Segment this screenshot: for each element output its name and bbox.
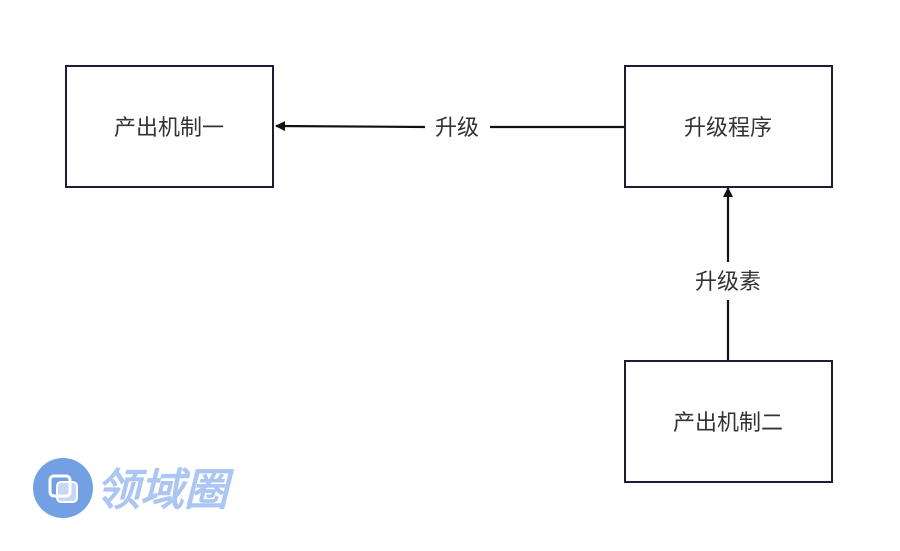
arrow-left	[275, 121, 426, 132]
node-label: 产出机制一	[114, 116, 224, 141]
edge-label-upgrade: 升级	[435, 116, 479, 141]
edge-upgrade[interactable]: 升级	[275, 116, 625, 141]
node-label: 升级程序	[684, 116, 772, 141]
node-label: 产出机制二	[673, 411, 783, 436]
node-upgrade-program[interactable]: 升级程序	[624, 65, 833, 188]
node-mechanism-one[interactable]: 产出机制一	[65, 65, 274, 188]
edge-upgrade-element[interactable]: 升级素	[695, 187, 761, 361]
edge-label-upgrade-element: 升级素	[695, 270, 761, 295]
watermark-logo: 领域圈	[33, 458, 235, 518]
watermark-text: 领域圈	[96, 465, 235, 516]
node-mechanism-two[interactable]: 产出机制二	[624, 360, 833, 483]
